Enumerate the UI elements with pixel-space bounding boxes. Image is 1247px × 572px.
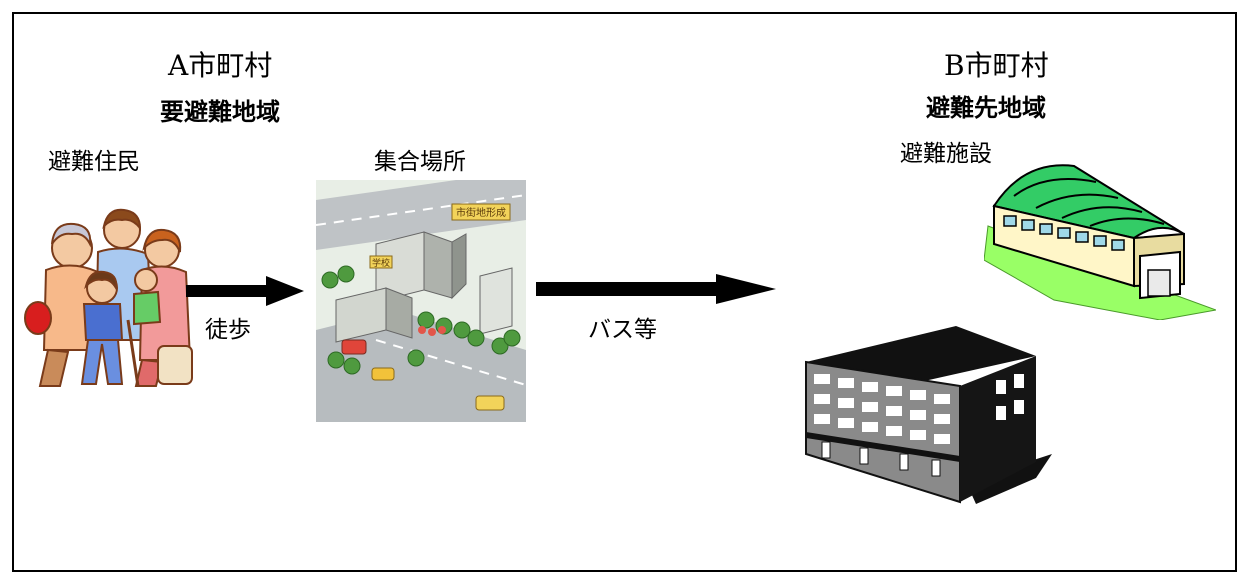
evacuating-residents-label: 避難住民	[48, 149, 140, 175]
gathering-place-map: 市街地形成 学校	[316, 180, 526, 422]
evacuation-facility-label: 避難施設	[900, 141, 992, 167]
municipality-b-area-label: 避難先地域	[926, 94, 1046, 122]
municipality-a-area-label: 要避難地域	[160, 98, 280, 126]
building-illustration	[805, 326, 1052, 504]
bag	[157, 345, 193, 385]
bus-label: バス等	[588, 317, 657, 343]
map-sign-school: 学校	[372, 257, 390, 269]
municipality-b-title: B市町村	[944, 49, 1049, 82]
gathering-place-label: 集合場所	[374, 149, 466, 175]
evacuating-residents-illustration	[24, 208, 193, 387]
walk-label: 徒歩	[205, 317, 251, 343]
red-bag	[24, 301, 52, 335]
municipality-a-title: A市町村	[168, 49, 273, 82]
map-sign-town: 市街地形成	[456, 206, 506, 219]
bus-arrow	[536, 274, 776, 304]
walk-arrow	[186, 276, 304, 306]
gymnasium-illustration	[984, 164, 1216, 320]
